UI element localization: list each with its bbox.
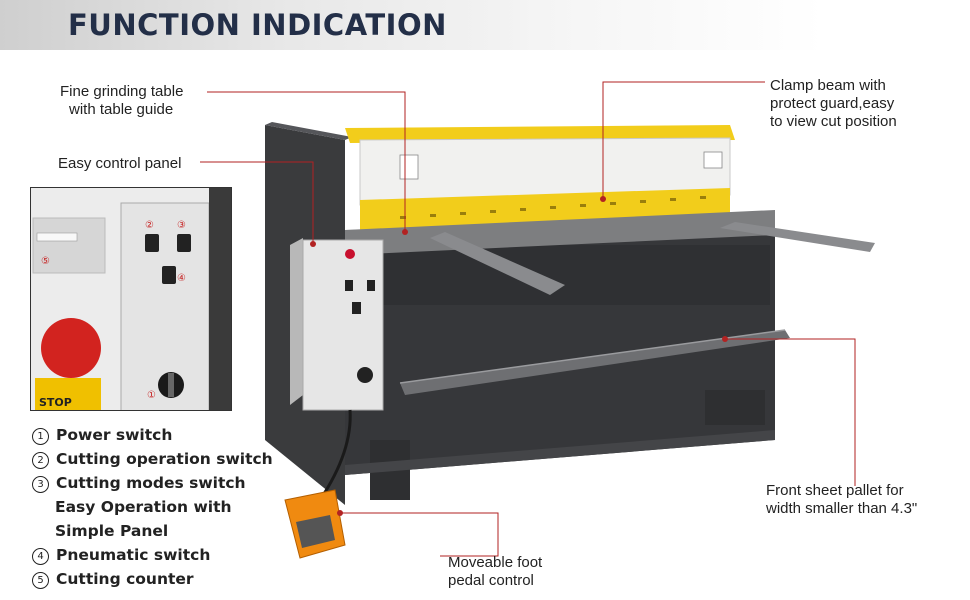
counter-housing	[32, 217, 106, 274]
callout-line: protect guard,easy	[770, 95, 895, 112]
legend-number: 4	[32, 548, 49, 565]
inset-marker-3: ③	[177, 220, 186, 231]
callout-dots	[310, 196, 728, 516]
callout-line: Front sheet pallet for	[766, 482, 904, 499]
legend-item: 5 Cutting counter	[32, 567, 273, 591]
control-panel-inset: STOP ② ③ ④ ⑤ ①	[30, 187, 232, 411]
callout-line: with table guide	[69, 101, 174, 118]
legend-text: Power switch	[56, 426, 173, 444]
callout-line: Moveable foot	[448, 554, 543, 571]
callout-line: Clamp beam with	[770, 77, 886, 94]
control-box-side	[290, 238, 303, 405]
power-knob	[357, 367, 373, 383]
legend-text: Cutting operation switch	[56, 450, 273, 468]
inset-marker-1: ①	[147, 390, 156, 401]
callout-line: to view cut position	[770, 113, 897, 130]
front-sheet-pallet	[400, 330, 790, 395]
cutting-counter	[36, 232, 78, 242]
emergency-stop	[345, 249, 355, 259]
legend-item: 2 Cutting operation switch	[32, 447, 273, 471]
legend-item: 4 Pneumatic switch	[32, 543, 273, 567]
stop-base	[35, 378, 101, 410]
legend-item: Easy Operation with	[32, 495, 273, 519]
legend-text: Cutting counter	[56, 570, 194, 588]
callout-foot-pedal: Moveable foot pedal control	[448, 554, 542, 590]
clamp-beam-strip	[360, 188, 730, 230]
callout-front-pallet: Front sheet pallet for width smaller tha…	[766, 482, 917, 518]
legend-item: 3 Cutting modes switch	[32, 471, 273, 495]
support-arm-left	[430, 232, 565, 295]
callout-line: Easy control panel	[58, 155, 182, 172]
switch-4	[162, 266, 176, 284]
switch-2	[145, 234, 159, 252]
legend-number: 2	[32, 452, 49, 469]
callout-lines	[200, 81, 856, 557]
legend-text: Simple Panel	[55, 522, 169, 540]
legend-text: Pneumatic switch	[56, 546, 211, 564]
page-title: FUNCTION INDICATION	[68, 8, 447, 42]
body-upper-panel	[350, 245, 770, 305]
callout-control-panel: Easy control panel	[58, 155, 181, 173]
switch-3	[177, 234, 191, 252]
warning-label-right	[703, 151, 723, 169]
header-band	[0, 0, 970, 50]
legend-item: 1 Power switch	[32, 423, 273, 447]
left-frame-edge	[265, 122, 352, 140]
legend-text: Cutting modes switch	[56, 474, 246, 492]
control-box	[302, 239, 384, 411]
pedal-cable	[318, 409, 352, 501]
stop-text: STOP	[39, 396, 72, 409]
callout-line: pedal control	[448, 572, 534, 589]
right-leg	[705, 390, 765, 425]
pedal-plate	[296, 515, 335, 548]
callout-clamp-beam: Clamp beam with protect guard,easy to vi…	[770, 77, 897, 131]
inset-drawing: STOP	[31, 188, 231, 410]
clamp-slots	[400, 196, 706, 219]
support-arm-right	[720, 222, 875, 252]
callout-line: width smaller than 4.3"	[766, 500, 918, 517]
legend-text: Easy Operation with	[55, 498, 232, 516]
inset-marker-4: ④	[177, 273, 186, 284]
inset-marker-2: ②	[145, 220, 154, 231]
legend-number: 5	[32, 572, 49, 589]
legend-item: Simple Panel	[32, 519, 273, 543]
stop-button	[41, 318, 101, 378]
legend-number: 3	[32, 476, 49, 493]
inset-marker-5: ⑤	[41, 256, 50, 267]
warning-label-left	[399, 154, 419, 180]
callout-line: Fine grinding table	[60, 83, 184, 100]
callout-grinding-table: Fine grinding table with table guide	[60, 83, 183, 119]
legend-number: 1	[32, 428, 49, 445]
base	[345, 430, 775, 475]
